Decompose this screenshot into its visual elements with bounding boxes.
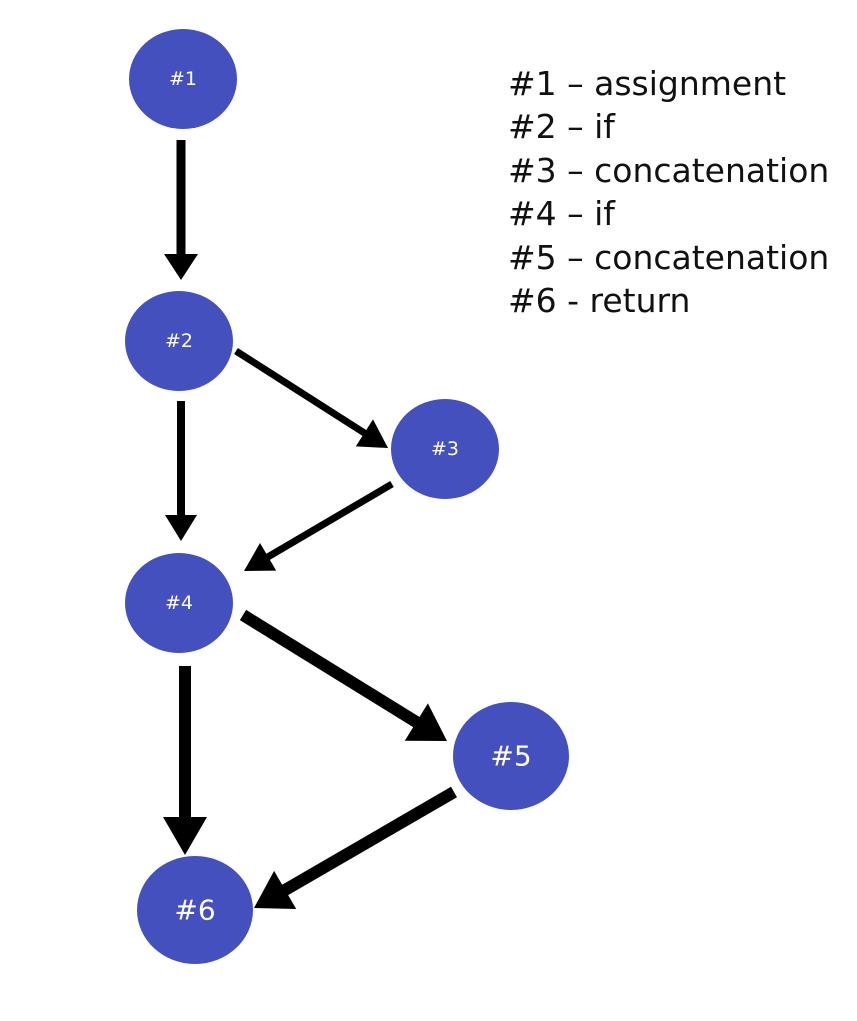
legend: #1 – assignment #2 – if #3 – concatenati… — [508, 62, 829, 322]
node-5: #5 — [453, 702, 569, 810]
node-2: #2 — [125, 291, 233, 391]
arrowhead — [254, 870, 297, 909]
arrowhead — [404, 703, 447, 741]
node-3: #3 — [391, 399, 499, 499]
arrowhead — [165, 515, 197, 541]
arrowhead — [164, 254, 198, 280]
node-6: #6 — [137, 856, 253, 964]
nodes-layer: #1 #2 #3 #4 #5 #6 — [125, 29, 569, 964]
edge-5-to-6 — [254, 786, 458, 909]
edge-2-to-4 — [165, 401, 197, 541]
edge-1-to-2 — [164, 140, 198, 280]
edge-line — [264, 480, 394, 561]
arrowhead — [163, 817, 207, 855]
legend-item-6: #6 - return — [508, 281, 691, 321]
node-circle — [125, 291, 233, 391]
node-1: #1 — [129, 29, 237, 129]
node-label: #6 — [174, 894, 215, 927]
edge-4-to-5 — [239, 609, 447, 741]
edges-layer — [163, 140, 458, 909]
node-circle — [137, 856, 253, 964]
edge-4-to-6 — [163, 666, 207, 855]
edge-2-to-3 — [234, 348, 388, 448]
legend-item-4: #4 – if — [508, 194, 615, 234]
arrowhead — [244, 543, 277, 571]
legend-item-3: #3 – concatenation — [508, 150, 830, 190]
legend-item-2: #2 – if — [508, 107, 615, 147]
node-4: #4 — [125, 553, 233, 653]
node-label: #1 — [169, 68, 197, 90]
edge-line — [239, 609, 422, 729]
node-label: #2 — [165, 330, 193, 352]
arrowhead — [355, 419, 388, 448]
node-label: #4 — [165, 592, 193, 614]
edge-3-to-4 — [244, 480, 394, 571]
node-circle — [125, 553, 233, 653]
edge-line — [280, 786, 458, 897]
legend-item-1: #1 – assignment — [508, 64, 787, 103]
node-circle — [129, 29, 237, 129]
node-label: #3 — [431, 438, 459, 460]
edge-line — [234, 348, 368, 437]
legend-item-5: #5 – concatenation — [508, 237, 830, 277]
node-circle — [453, 702, 569, 810]
node-circle — [391, 399, 499, 499]
node-label: #5 — [490, 740, 531, 773]
